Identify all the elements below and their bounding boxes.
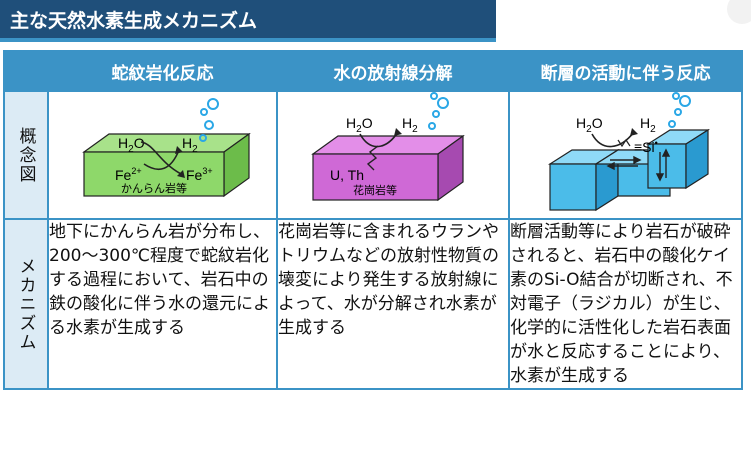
row-label-mechanism: メカニズム xyxy=(15,256,36,352)
arrow-head xyxy=(630,128,638,136)
rock-top xyxy=(311,135,465,155)
serpentinization-diagram: H2O H2 Fe2+ Fe3+ かんらん岩等 xyxy=(82,98,251,198)
mechanism-text-radiolysis: 花崗岩等に含まれるウランやトリウムなどの放射性物質の壊変により発生する放射線によ… xyxy=(278,222,499,338)
row-label-mechanism-cell: メカニズム xyxy=(3,218,49,390)
h2o-label: H2O xyxy=(118,135,145,155)
bubbles xyxy=(428,92,449,130)
radiation-zigzag xyxy=(366,145,379,171)
row-label-concept-cell: 概念図 xyxy=(3,90,49,220)
elements-label: U, Th xyxy=(330,167,364,183)
concept-radiolysis: H2O H2 U, Th 花崗岩等 xyxy=(276,90,510,220)
slip-arrows xyxy=(606,148,671,182)
page-title-bar: 主な天然水素生成メカニズム xyxy=(0,0,496,42)
mechanism-radiolysis: 花崗岩等に含まれるウランやトリウムなどの放射性物質の壊変により発生する放射線によ… xyxy=(276,218,510,390)
concept-row: 概念図 H2O H2 Fe2+ Fe3+ かんらん岩等 xyxy=(3,90,743,220)
mechanism-fault-reaction: 断層活動等により岩石が破砕されると、岩石中の酸化ケイ素のSi-O結合が切断され、… xyxy=(508,218,743,390)
rock-top xyxy=(82,133,251,153)
header-serpentinization: 蛇紋岩化反応 xyxy=(47,50,278,92)
rock-front xyxy=(83,151,225,197)
row-label-concept: 概念図 xyxy=(15,126,36,184)
header-radiolysis: 水の放射線分解 xyxy=(276,50,510,92)
reaction-arrow-up xyxy=(143,149,180,171)
block-left-front xyxy=(549,163,597,211)
mechanism-row: メカニズム 地下にかんらん岩が分布し、200～300℃程度で蛇紋岩化する過程にお… xyxy=(3,218,743,390)
concept-serpentinization: H2O H2 Fe2+ Fe3+ かんらん岩等 xyxy=(47,90,278,220)
rock-label: 花崗岩等 xyxy=(353,183,397,197)
mechanism-text-serpentinization: 地下にかんらん岩が分布し、200～300℃程度で蛇紋岩化する過程において、岩石中… xyxy=(49,222,270,338)
rock-label: かんらん岩等 xyxy=(121,181,187,195)
header-corner-cell xyxy=(3,50,49,92)
bubbles xyxy=(199,98,219,142)
header-row: 蛇紋岩化反応 水の放射線分解 断層の活動に伴う反応 xyxy=(3,50,743,92)
mechanism-table: 蛇紋岩化反応 水の放射線分解 断層の活動に伴う反応 概念図 H2O H2 Fe2… xyxy=(3,50,743,390)
h2-label: H2 xyxy=(402,115,418,135)
reaction-arrow xyxy=(591,131,635,148)
h2o-label: H2O xyxy=(576,115,603,135)
bubbles xyxy=(668,92,691,128)
radical-label: ≡Si• xyxy=(634,138,658,155)
rock-front xyxy=(312,153,439,201)
reaction-arrow-down xyxy=(140,141,182,175)
h2-label: H2 xyxy=(182,135,198,155)
arrow-head-up xyxy=(175,146,183,154)
radiolysis-diagram: H2O H2 U, Th 花崗岩等 xyxy=(311,92,465,202)
fault-diagram: H2O H2 ≡Si• xyxy=(547,92,711,212)
mechanism-text-fault-reaction: 断層活動等により岩石が破砕されると、岩石中の酸化ケイ素のSi-O結合が切断され、… xyxy=(510,222,733,386)
fe2-label: Fe2+ xyxy=(115,166,142,183)
block-right-side xyxy=(685,128,709,190)
page-title: 主な天然水素生成メカニズム xyxy=(10,10,258,32)
radical-zigzag xyxy=(617,138,631,148)
corner-shape xyxy=(727,0,751,24)
arrow-head xyxy=(394,128,402,136)
h2o-label: H2O xyxy=(346,115,373,135)
header-fault-reaction: 断層の活動に伴う反応 xyxy=(508,50,743,92)
mechanism-serpentinization: 地下にかんらん岩が分布し、200～300℃程度で蛇紋岩化する過程において、岩石中… xyxy=(47,218,278,390)
concept-fault-reaction: H2O H2 ≡Si• xyxy=(508,90,743,220)
fe3-label: Fe3+ xyxy=(186,166,213,183)
title-underline xyxy=(0,38,496,42)
h2-label: H2 xyxy=(640,115,656,135)
arrow-head-down xyxy=(177,170,185,178)
